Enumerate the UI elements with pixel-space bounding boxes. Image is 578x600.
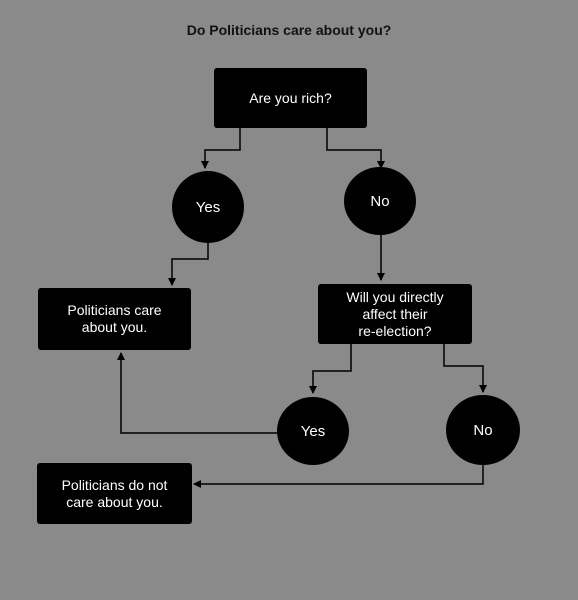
node-yes-reelection-label: Yes bbox=[300, 422, 326, 440]
node-yes-rich: Yes bbox=[172, 171, 244, 243]
node-politicians-care-label: Politicians care about you. bbox=[67, 302, 162, 335]
node-no-reelection-label: No bbox=[473, 421, 493, 439]
edge-reelection-no bbox=[443, 344, 487, 393]
node-reelection-question-label: Will you directly affect their re-electi… bbox=[346, 288, 444, 339]
edge-yes2-cares bbox=[117, 352, 277, 434]
edge-yes-cares bbox=[168, 238, 209, 286]
edge-no2-notcare bbox=[193, 463, 484, 488]
node-yes-reelection: Yes bbox=[277, 397, 349, 465]
node-reelection-question: Will you directly affect their re-electi… bbox=[318, 284, 472, 344]
node-no-rich-label: No bbox=[370, 192, 390, 210]
node-politicians-do-not-care: Politicians do not care about you. bbox=[37, 463, 192, 524]
diagram-title: Do Politicians care about you? bbox=[186, 22, 392, 38]
node-no-rich: No bbox=[344, 167, 416, 235]
node-no-reelection: No bbox=[446, 395, 520, 465]
node-politicians-care: Politicians care about you. bbox=[38, 288, 191, 350]
edge-reelection-yes bbox=[309, 344, 352, 394]
node-are-you-rich-label: Are you rich? bbox=[249, 89, 332, 106]
node-are-you-rich: Are you rich? bbox=[214, 68, 367, 128]
edge-rich-yes bbox=[201, 128, 241, 169]
node-yes-rich-label: Yes bbox=[195, 198, 221, 216]
edge-rich-no bbox=[326, 128, 385, 169]
node-politicians-do-not-care-label: Politicians do not care about you. bbox=[61, 476, 168, 510]
